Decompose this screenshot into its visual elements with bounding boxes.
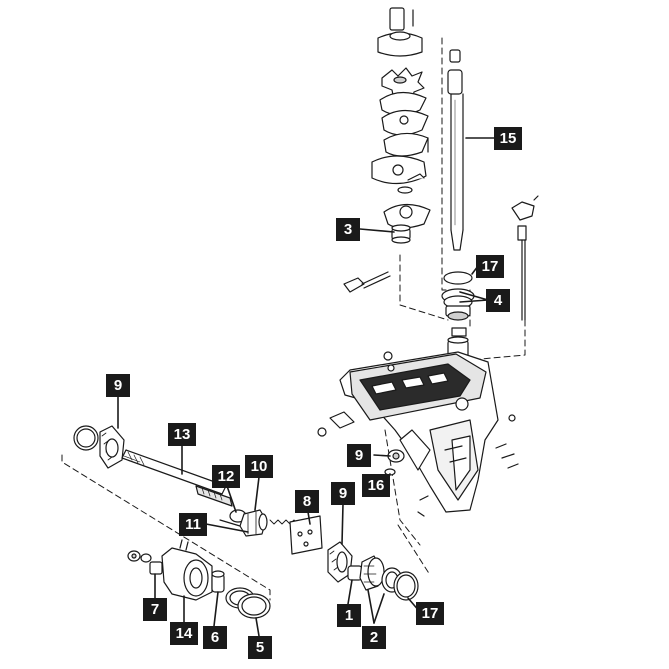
callout-5: 5 xyxy=(248,636,272,659)
callout-9-left: 9 xyxy=(106,374,130,397)
callout-15: 15 xyxy=(494,127,522,150)
drive-shaft xyxy=(447,49,464,251)
callout-14: 14 xyxy=(170,622,198,645)
thrust-plate xyxy=(289,515,323,555)
callout-2: 2 xyxy=(362,626,386,649)
oil-seal xyxy=(397,186,413,194)
shim xyxy=(443,271,473,285)
leader-lines xyxy=(117,137,496,637)
callout-1: 1 xyxy=(337,604,361,627)
callout-17-lower: 17 xyxy=(416,602,444,625)
callout-8: 8 xyxy=(295,490,319,513)
pump-gasket xyxy=(379,91,427,116)
reverse-gear-left xyxy=(73,425,125,469)
clutch-dog xyxy=(219,509,299,537)
screw-and-block xyxy=(343,271,391,293)
callout-16: 16 xyxy=(362,474,390,497)
callout-17-upper: 17 xyxy=(476,255,504,278)
callout-6: 6 xyxy=(203,626,227,649)
propeller-shaft xyxy=(121,449,247,523)
bearing-carrier xyxy=(127,539,271,619)
pump-base-gasket xyxy=(383,132,429,157)
callout-12: 12 xyxy=(212,465,240,488)
callout-9-lower: 9 xyxy=(331,482,355,505)
callout-4: 4 xyxy=(486,289,510,312)
callout-7: 7 xyxy=(143,598,167,621)
pump-tube xyxy=(389,7,405,31)
forward-gear-stack xyxy=(327,541,419,601)
callout-9-right: 9 xyxy=(347,444,371,467)
gearcase-housing xyxy=(317,351,519,517)
callout-11: 11 xyxy=(179,513,207,536)
callout-10: 10 xyxy=(245,455,273,478)
callout-13: 13 xyxy=(168,423,196,446)
shift-rod xyxy=(511,195,539,321)
water-pump-stack xyxy=(371,7,431,244)
drain-screw-parts xyxy=(384,449,405,476)
callout-3: 3 xyxy=(336,218,360,241)
